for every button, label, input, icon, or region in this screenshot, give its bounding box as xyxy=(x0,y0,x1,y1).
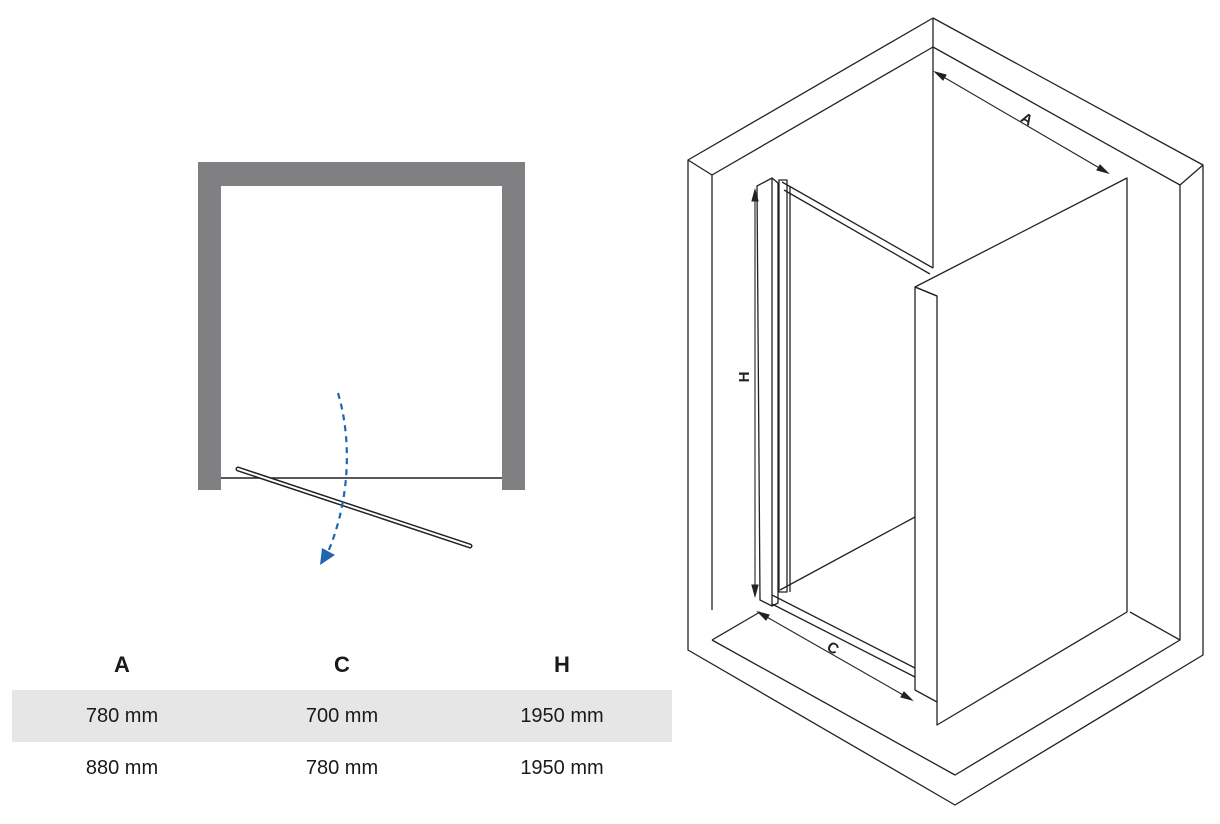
table-cell: 1950 mm xyxy=(452,690,672,742)
dim-arrow-icon xyxy=(751,584,759,599)
column-header-c: C xyxy=(334,652,350,677)
table-cell: 1950 mm xyxy=(520,756,604,779)
plan-wall xyxy=(198,162,525,490)
plan-swing-arrow xyxy=(326,392,348,553)
dimension-c-label: C xyxy=(824,638,842,658)
table-cell: 700 mm xyxy=(232,690,452,742)
column-header-a: A xyxy=(114,652,130,677)
dim-arrow-icon xyxy=(751,187,759,202)
dim-arrow-icon xyxy=(756,610,770,621)
outer-wall-outline xyxy=(687,17,1204,806)
table-row: 780 mm 700 mm 1950 mm xyxy=(12,690,672,742)
column-header-h: H xyxy=(554,652,570,677)
dimensions-table: A C H 780 mm 700 mm 1950 mm 880 mm 780 m… xyxy=(12,640,672,794)
dim-arrow-icon xyxy=(933,70,947,81)
table-row: 880 mm 780 mm 1950 mm xyxy=(12,742,672,794)
plan-view-diagram xyxy=(198,162,525,565)
table-cell: 880 mm xyxy=(85,756,159,779)
plan-door-panel xyxy=(235,466,473,549)
swing-arrowhead-icon xyxy=(320,548,335,565)
dimension-a-line xyxy=(934,71,1109,174)
door-leaf xyxy=(778,179,788,593)
table-cell: 780 mm xyxy=(305,756,379,779)
dim-arrow-icon xyxy=(1096,164,1110,175)
dimension-c-line xyxy=(757,611,913,701)
bottom-track xyxy=(771,594,916,669)
panel-top-rail xyxy=(781,181,934,269)
dim-arrow-icon xyxy=(900,691,914,702)
wall-profile xyxy=(756,177,779,607)
side-wall-block xyxy=(914,177,1128,726)
dimension-a-label: A xyxy=(1018,109,1036,129)
dimension-h-label: H xyxy=(736,372,753,383)
inner-wall-outline xyxy=(711,46,1181,776)
floor-line xyxy=(779,516,916,591)
table-cell: 780 mm xyxy=(12,690,232,742)
table-header-row: A C H xyxy=(12,640,672,690)
isometric-diagram: A H C xyxy=(687,17,1204,806)
